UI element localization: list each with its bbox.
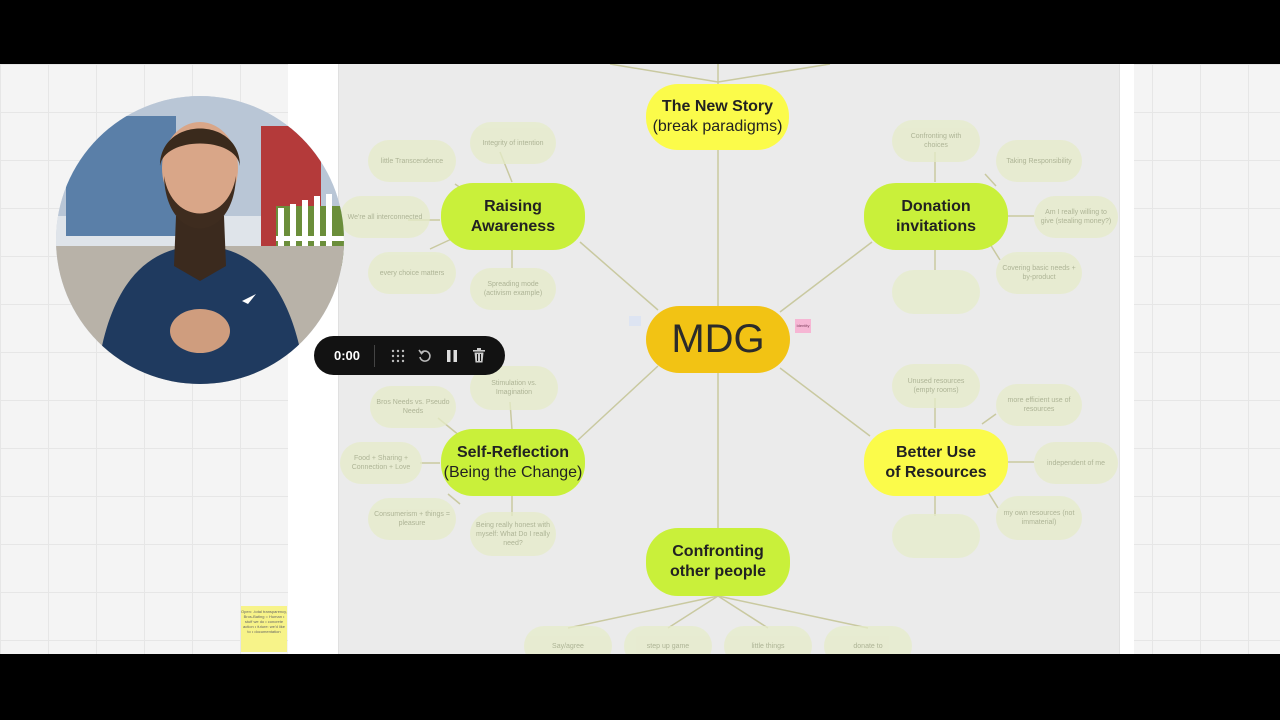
center-label: MDG	[671, 317, 765, 361]
node-title: Self-Reflection	[456, 443, 569, 461]
toolbar-divider	[374, 344, 375, 367]
node-self-reflection[interactable]: Self-Reflection (Being the Change)	[441, 429, 585, 496]
subtopic[interactable]: Am I really willing to give (stealing mo…	[1034, 196, 1118, 238]
connector-lines	[408, 64, 1034, 629]
subtopic[interactable]: every choice matters	[368, 252, 456, 294]
subtopic[interactable]: Spreading mode (activism example)	[470, 268, 556, 310]
subtopic[interactable]: more efficient use of resources	[996, 384, 1082, 426]
node-center-mdg[interactable]: MDG	[646, 306, 790, 373]
subtopic[interactable]	[892, 514, 980, 558]
whiteboard-canvas[interactable]: Identity Integrity of intention little T…	[0, 64, 1280, 654]
connector	[567, 595, 719, 629]
node-title: invitations	[895, 217, 976, 235]
node-title: Better Use	[895, 443, 977, 461]
connector	[779, 367, 871, 437]
sticky-note[interactable]: Open: -total transparency, Bros-Bating =…	[241, 606, 287, 652]
node-title: Awareness	[470, 217, 556, 235]
node-new-story[interactable]: The New Story (break paradigms)	[646, 84, 789, 150]
connector	[779, 241, 873, 313]
subtopic[interactable]: We're all interconnected	[340, 196, 430, 238]
trash-icon[interactable]	[466, 343, 492, 369]
subtopic[interactable]: little things	[724, 626, 812, 654]
recording-time: 0:00	[334, 348, 361, 363]
subtopic[interactable]: my own resources (not immaterial)	[996, 496, 1082, 540]
connector	[579, 241, 659, 311]
node-better-use[interactable]: Better Use of Resources	[864, 429, 1008, 496]
subtopic[interactable]: Consumerism + things = pleasure	[368, 498, 456, 540]
node-title: other people	[669, 563, 766, 580]
node-title: Raising	[484, 197, 542, 215]
restart-icon[interactable]	[412, 343, 438, 369]
subtopic[interactable]: independent of me	[1034, 442, 1118, 484]
node-confronting[interactable]: Confronting other people	[646, 528, 790, 596]
connector	[609, 64, 719, 83]
node-title: The New Story	[661, 98, 774, 115]
subtopic[interactable]: Being really honest with myself: What Do…	[470, 512, 556, 556]
node-donation-invitations[interactable]: Donation invitations	[864, 183, 1008, 250]
subtopic[interactable]: Say/agree	[524, 626, 612, 654]
node-title: Confronting	[672, 543, 764, 560]
node-title: Donation	[901, 197, 971, 215]
webcam-bubble[interactable]	[56, 96, 344, 384]
letterbox-bottom	[0, 654, 1280, 720]
subtopic[interactable]: Food + Sharing + Connection + Love	[340, 442, 422, 484]
connector	[577, 365, 659, 441]
subtopic[interactable]: Covering basic needs + by-product	[996, 252, 1082, 294]
connector	[717, 64, 831, 83]
subtopic[interactable]: donate to	[824, 626, 912, 654]
connector	[717, 595, 769, 629]
subtopic[interactable]: little Transcendence	[368, 140, 456, 182]
subtopic[interactable]: Bros Needs vs. Pseudo Needs	[370, 386, 456, 428]
node-title: of Resources	[885, 463, 987, 481]
connector	[667, 595, 719, 629]
connector	[717, 595, 869, 629]
pink-sticky-note[interactable]: Identity	[795, 319, 811, 333]
letterbox-top	[0, 0, 1280, 64]
subtopic[interactable]: Unused resources (empty rooms)	[892, 364, 980, 408]
node-raising-awareness[interactable]: Raising Awareness	[441, 183, 585, 250]
node-subtitle: (break paradigms)	[652, 118, 783, 135]
grid-icon[interactable]	[385, 343, 411, 369]
subtopic[interactable]: Taking Responsibility	[996, 140, 1082, 182]
subtopic[interactable]: Confronting with choices	[892, 120, 980, 162]
subtopic[interactable]: Integrity of intention	[470, 122, 556, 164]
presenter-video	[56, 96, 344, 384]
subtopic[interactable]	[892, 270, 980, 314]
node-subtitle: (Being the Change)	[443, 463, 583, 481]
recording-toolbar: 0:00	[314, 336, 505, 375]
subtopic[interactable]: step up game	[624, 626, 712, 654]
blue-marker	[629, 316, 641, 326]
pause-icon[interactable]	[439, 343, 465, 369]
